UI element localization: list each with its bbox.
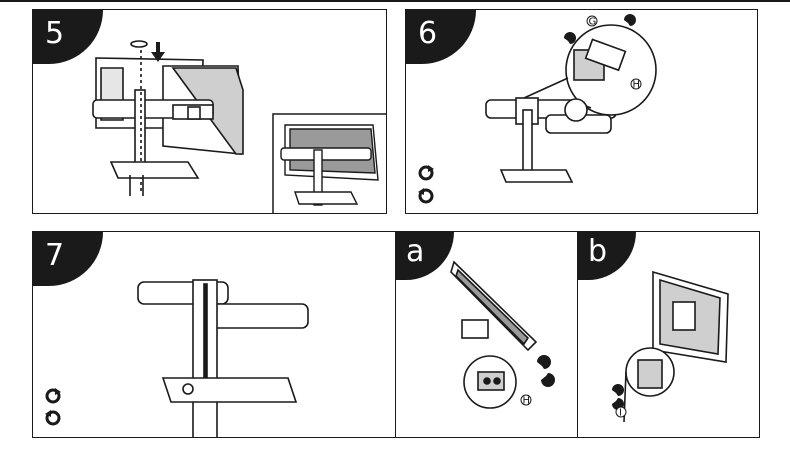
callout-h: H [633, 80, 641, 91]
step-panel-7: 7 [32, 231, 396, 438]
step-panel-a: a H [395, 231, 578, 438]
step-b-illustration: I [612, 270, 729, 423]
callout-g: G [589, 17, 597, 28]
step-6-illustration: G H [418, 14, 657, 204]
step-5-illustration [92, 40, 386, 213]
rotate-counterclockwise-icon [45, 410, 61, 426]
step-a-illustration: H [450, 260, 555, 409]
page-top-rule [0, 0, 790, 2]
callout-h: H [523, 396, 531, 407]
step-number: b [588, 234, 608, 269]
rotate-clockwise-icon [45, 388, 61, 404]
step-panel-5: 5 [32, 9, 387, 214]
step-panel-b: b I [577, 231, 760, 438]
rotate-clockwise-icon [418, 165, 434, 181]
step-number: 7 [45, 238, 65, 273]
callout-i: I [619, 408, 622, 419]
step-number: 6 [418, 16, 438, 51]
double-rotate-arrows-icon [612, 384, 624, 410]
rotate-counterclockwise-icon [418, 188, 434, 204]
down-arrow-icon [151, 42, 165, 62]
step-panel-6: 6 G H [405, 9, 758, 214]
double-rotate-arrows-icon [537, 355, 555, 387]
step-number: a [406, 234, 425, 269]
double-rotate-arrows-icon [564, 14, 636, 44]
step-badge: a [396, 232, 454, 280]
step-number: 5 [45, 16, 65, 51]
step-badge: 5 [33, 10, 103, 64]
step-7-illustration [45, 279, 309, 437]
